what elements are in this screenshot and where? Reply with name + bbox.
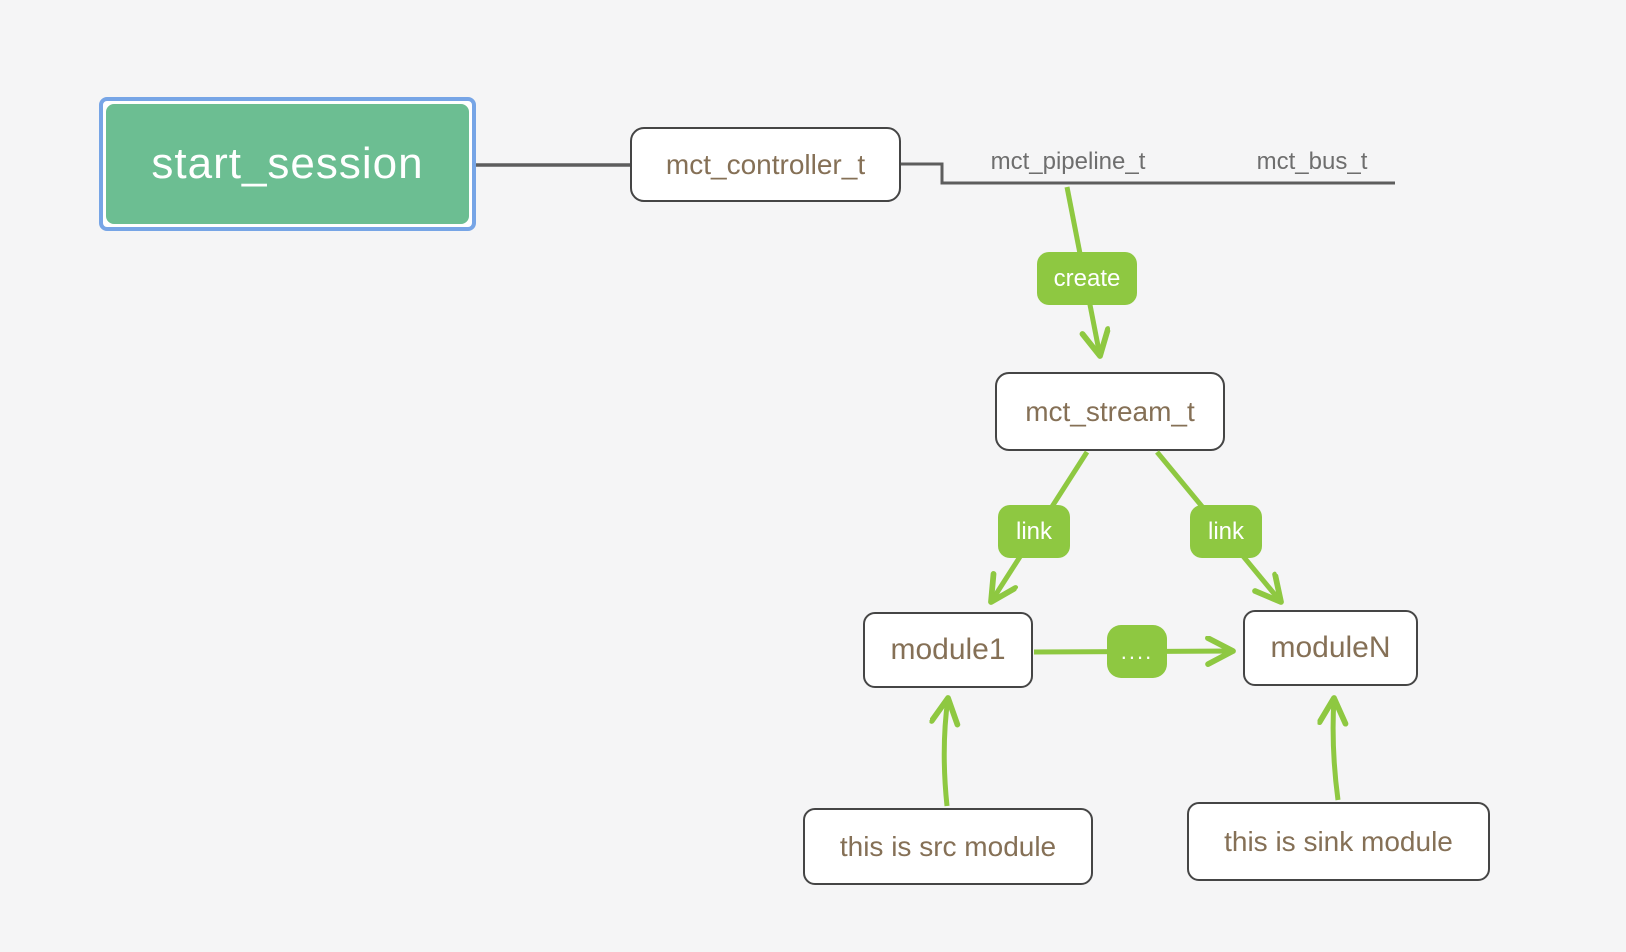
topic-label: mct_controller_t [665,148,866,180]
edge-label-link-right[interactable]: link [1190,505,1262,558]
arrow-src-to-module1 [944,698,948,807]
topic-moduleN[interactable]: moduleN [1243,610,1418,686]
edge-label-text: create [1053,264,1121,292]
topic-label: mct_pipeline_t [990,148,1146,175]
topic-label: this is src module [839,830,1057,862]
arrow-sink-to-moduleN [1333,698,1338,801]
topic-sink-note[interactable]: this is sink module [1187,802,1490,881]
topic-label: mct_stream_t [1025,395,1195,427]
edge-label-text: .... [1120,638,1154,664]
topic-mct-pipeline[interactable]: mct_pipeline_t [958,146,1178,178]
topic-label: start_session [151,139,424,188]
topic-start-session[interactable]: start_session [106,104,469,224]
topic-label: this is sink module [1224,825,1453,857]
selection-outline: start_session [99,97,476,231]
edge-label-link-left[interactable]: link [998,505,1070,558]
topic-src-note[interactable]: this is src module [803,808,1093,885]
topic-mct-stream[interactable]: mct_stream_t [995,372,1225,451]
topic-module1[interactable]: module1 [863,612,1033,688]
topic-label: mct_bus_t [1256,148,1368,175]
topic-mct-controller[interactable]: mct_controller_t [630,127,901,202]
edge-label-create[interactable]: create [1037,252,1137,305]
edge-label-dots[interactable]: .... [1107,625,1167,678]
edge-label-text: link [1015,517,1052,545]
topic-mct-bus[interactable]: mct_bus_t [1202,146,1422,178]
topic-label: module1 [890,633,1006,666]
topic-label: moduleN [1270,631,1391,664]
edge-label-text: link [1207,517,1244,545]
